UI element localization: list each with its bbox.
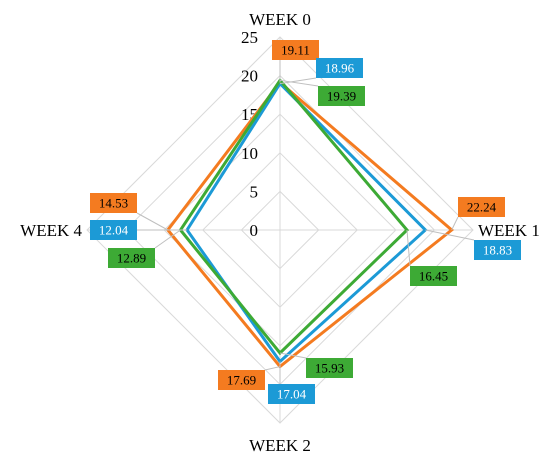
tick-label: 25 xyxy=(241,28,258,47)
leader-line xyxy=(279,352,307,359)
data-label: 17.04 xyxy=(277,387,307,402)
data-label: 19.11 xyxy=(281,43,310,58)
label-leader-lines xyxy=(136,60,475,384)
leader-line xyxy=(154,229,181,249)
axis-labels: WEEK 0 WEEK 1 WEEK 2 WEEK 4 xyxy=(20,10,540,455)
tick-label: 0 xyxy=(250,221,259,240)
data-label: 12.04 xyxy=(99,223,129,238)
leader-line xyxy=(451,216,459,231)
data-label-box xyxy=(306,358,353,378)
data-label-box xyxy=(272,40,319,60)
data-label: 22.24 xyxy=(467,200,497,215)
series-line-2 xyxy=(178,77,410,356)
leader-line xyxy=(136,212,169,231)
data-label-box xyxy=(90,193,137,213)
data-label-box xyxy=(108,248,155,268)
axis-label: WEEK 4 xyxy=(20,221,82,240)
tick-label: 5 xyxy=(250,182,259,201)
leader-line xyxy=(425,229,475,241)
data-label-box xyxy=(318,86,365,106)
tick-label: 20 xyxy=(241,67,258,86)
data-label: 14.53 xyxy=(99,196,128,211)
axis-label: WEEK 1 xyxy=(478,221,540,240)
data-label: 18.96 xyxy=(325,61,355,76)
data-label-box xyxy=(268,384,315,404)
data-label: 16.45 xyxy=(419,269,448,284)
leader-line xyxy=(279,79,319,87)
leader-line xyxy=(279,77,317,85)
data-label: 18.83 xyxy=(483,243,512,258)
data-label-box xyxy=(218,370,265,390)
axis-label: WEEK 0 xyxy=(249,10,311,29)
radar-grid xyxy=(86,36,474,424)
data-label: 19.39 xyxy=(327,89,356,104)
data-label: 17.69 xyxy=(227,373,256,388)
axis-label: WEEK 2 xyxy=(249,436,311,455)
data-label-box xyxy=(474,240,521,260)
data-label: 12.89 xyxy=(117,251,146,266)
leader-line xyxy=(406,229,411,267)
data-labels: 19.11 22.24 17.69 14.53 18.96 18.83 17.04 12.04… xyxy=(90,40,521,404)
data-label: 15.93 xyxy=(315,361,344,376)
data-label-box xyxy=(316,58,363,78)
data-label-box xyxy=(458,197,505,217)
data-label-box xyxy=(90,220,137,240)
leader-line xyxy=(264,366,281,371)
series-lines xyxy=(165,77,455,369)
data-label-box xyxy=(410,266,457,286)
tick-label: 10 xyxy=(241,144,258,163)
